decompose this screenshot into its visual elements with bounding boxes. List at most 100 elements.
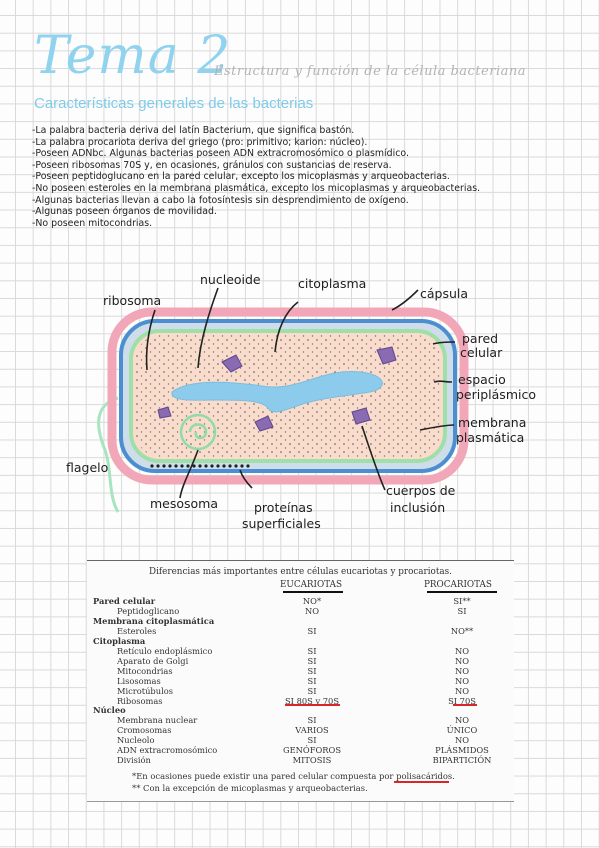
- cell-procariotas: ÚNICO: [446, 725, 478, 736]
- underline-procariotas: [427, 591, 497, 593]
- mesosome: [179, 413, 217, 451]
- label-cuerpos-1: cuerpos de: [386, 483, 456, 498]
- label-pared-2: celular: [460, 345, 503, 360]
- label-ribosoma: ribosoma: [103, 293, 161, 308]
- cell-procariotas: NO: [454, 715, 470, 726]
- highlight-euk-ribosomes: [285, 704, 340, 706]
- label-espacio-1: espacio: [458, 372, 506, 387]
- label-nucleoide: nucleoide: [200, 272, 261, 287]
- cell-eucariotas: SI: [307, 715, 317, 726]
- row-label: Esteroles: [117, 625, 157, 636]
- row-label: División: [117, 755, 151, 766]
- inclusion-bodies: [157, 346, 397, 432]
- cell-procariotas: NO: [454, 675, 470, 686]
- table-row: Núcleo: [87, 705, 514, 715]
- label-espacio-2: periplásmico: [456, 387, 536, 402]
- bullet-item: -No poseen mitocondrias.: [32, 217, 153, 229]
- cell-procariotas: NO: [454, 645, 470, 656]
- label-citoplasma: citoplasma: [298, 276, 366, 291]
- cell-procariotas: PLÁSMIDOS: [435, 745, 489, 756]
- pointer-lines: [145, 287, 456, 499]
- table-row: Lisosomas SI NO: [87, 676, 514, 686]
- row-label: Peptidoglicano: [117, 605, 180, 616]
- label-mesosoma: mesosoma: [150, 496, 218, 511]
- cell-eucariotas: MITOSIS: [292, 755, 332, 766]
- label-proteinas-1: proteínas: [254, 500, 313, 515]
- table-row: Cromosomas VARIOS ÚNICO: [87, 725, 514, 735]
- cell-eucariotas: SI: [307, 735, 317, 746]
- table-row: Citoplasma: [87, 636, 514, 646]
- row-label: Pared celular: [93, 596, 156, 606]
- bullet-list: -La palabra bacteria deriva del latín Ba…: [32, 125, 480, 229]
- bullet-item: -Poseen ADNbc. Algunas bacterias poseen …: [32, 148, 409, 160]
- row-label: Citoplasma: [93, 635, 146, 646]
- highlight-prok-ribosomes: [453, 704, 477, 706]
- label-cuerpos-2: inclusión: [390, 500, 445, 515]
- row-label: ADN extracromosómico: [117, 745, 218, 756]
- page-subtitle: Estructura y función de la célula bacter…: [214, 64, 526, 79]
- row-label: Mitocondrias: [117, 665, 173, 676]
- table-note-2: ** Con la excepción de micoplasmas y arq…: [132, 783, 368, 793]
- row-label: Nucleolo: [117, 735, 155, 746]
- cell-procariotas: NO: [454, 665, 470, 676]
- comparison-table: Diferencias más importantes entre célula…: [87, 560, 514, 802]
- bullet-item: -Poseen ribosomas 70S y, en ocasiones, g…: [32, 159, 392, 171]
- cell-eucariotas: SI: [307, 675, 317, 686]
- cell-procariotas: SI 70S: [448, 695, 476, 706]
- table-caption: Diferencias más importantes entre célula…: [149, 567, 452, 577]
- table-note-1: *En ocasiones puede existir una pared ce…: [132, 771, 455, 781]
- row-label: Cromosomas: [117, 725, 172, 736]
- cell-eucariotas: NO*: [302, 596, 322, 606]
- flagellum: [97, 396, 120, 513]
- cell-eucariotas: SI: [307, 685, 317, 696]
- row-label: Aparato de Golgi: [117, 655, 189, 666]
- bullet-item: -Poseen peptidoglucano en la pared celul…: [32, 171, 450, 183]
- table-row: ADN extracromosómico GENÓFOROS PLÁSMIDOS: [87, 745, 514, 755]
- table-row: División MITOSIS BIPARTICIÓN: [87, 755, 514, 765]
- cell-eucariotas: GENÓFOROS: [282, 745, 342, 756]
- row-label: Microtúbulos: [117, 685, 173, 696]
- row-label: Lisosomas: [117, 675, 161, 686]
- cell-procariotas: NO: [454, 685, 470, 696]
- cell-procariotas: SI: [457, 605, 467, 616]
- table-row: Pared celular NO* SI**: [87, 596, 514, 606]
- table-row: Ribosomas SI 80S y 70S SI 70S: [87, 696, 514, 706]
- label-flagelo: flagelo: [66, 460, 108, 475]
- section-title: Características generales de las bacteri…: [34, 95, 314, 112]
- cell-procariotas: BIPARTICIÓN: [432, 755, 492, 766]
- highlight-polisacaridos: [394, 781, 449, 783]
- cell-eucariotas: VARIOS: [295, 725, 329, 736]
- label-pared-1: pared: [462, 331, 498, 346]
- cell-eucariotas: SI: [307, 665, 317, 676]
- col-header-eucariotas: EUCARIOTAS: [280, 580, 342, 590]
- cell-eucariotas: SI: [307, 625, 317, 636]
- bullet-item: -No poseen esteroles en la membrana plas…: [32, 182, 481, 194]
- page-title: Tema 2: [34, 26, 232, 86]
- cell-eucariotas: SI: [307, 645, 317, 656]
- cell-procariotas: SI**: [453, 596, 471, 606]
- label-proteinas-2: superficiales: [242, 516, 321, 531]
- bullet-item: -Algunas poseen órganos de movilidad.: [32, 206, 217, 218]
- bacteria-diagram: ribosoma nucleoide citoplasma cápsula pa…: [66, 272, 536, 531]
- nucleoid: [171, 371, 383, 413]
- surface-proteins: [150, 464, 250, 468]
- bullet-item: -Algunas bacterias llevan a cabo la foto…: [32, 194, 409, 206]
- row-label: Ribosomas: [117, 695, 163, 706]
- cell-procariotas: NO: [454, 655, 470, 666]
- table-row: Membrana citoplasmática: [87, 616, 514, 626]
- label-membrana-2: plasmática: [456, 430, 524, 445]
- row-label: Retículo endoplásmico: [117, 645, 213, 656]
- col-header-procariotas: PROCARIOTAS: [424, 580, 492, 590]
- bullet-item: -La palabra procariota deriva del griego…: [32, 136, 368, 148]
- row-label: Membrana citoplasmática: [93, 615, 215, 626]
- table-row: Microtúbulos SI NO: [87, 686, 514, 696]
- table-row: Mitocondrias SI NO: [87, 666, 514, 676]
- row-label: Núcleo: [93, 705, 126, 716]
- cell-eucariotas: SI 80S y 70S: [284, 695, 340, 706]
- label-capsula: cápsula: [420, 286, 468, 301]
